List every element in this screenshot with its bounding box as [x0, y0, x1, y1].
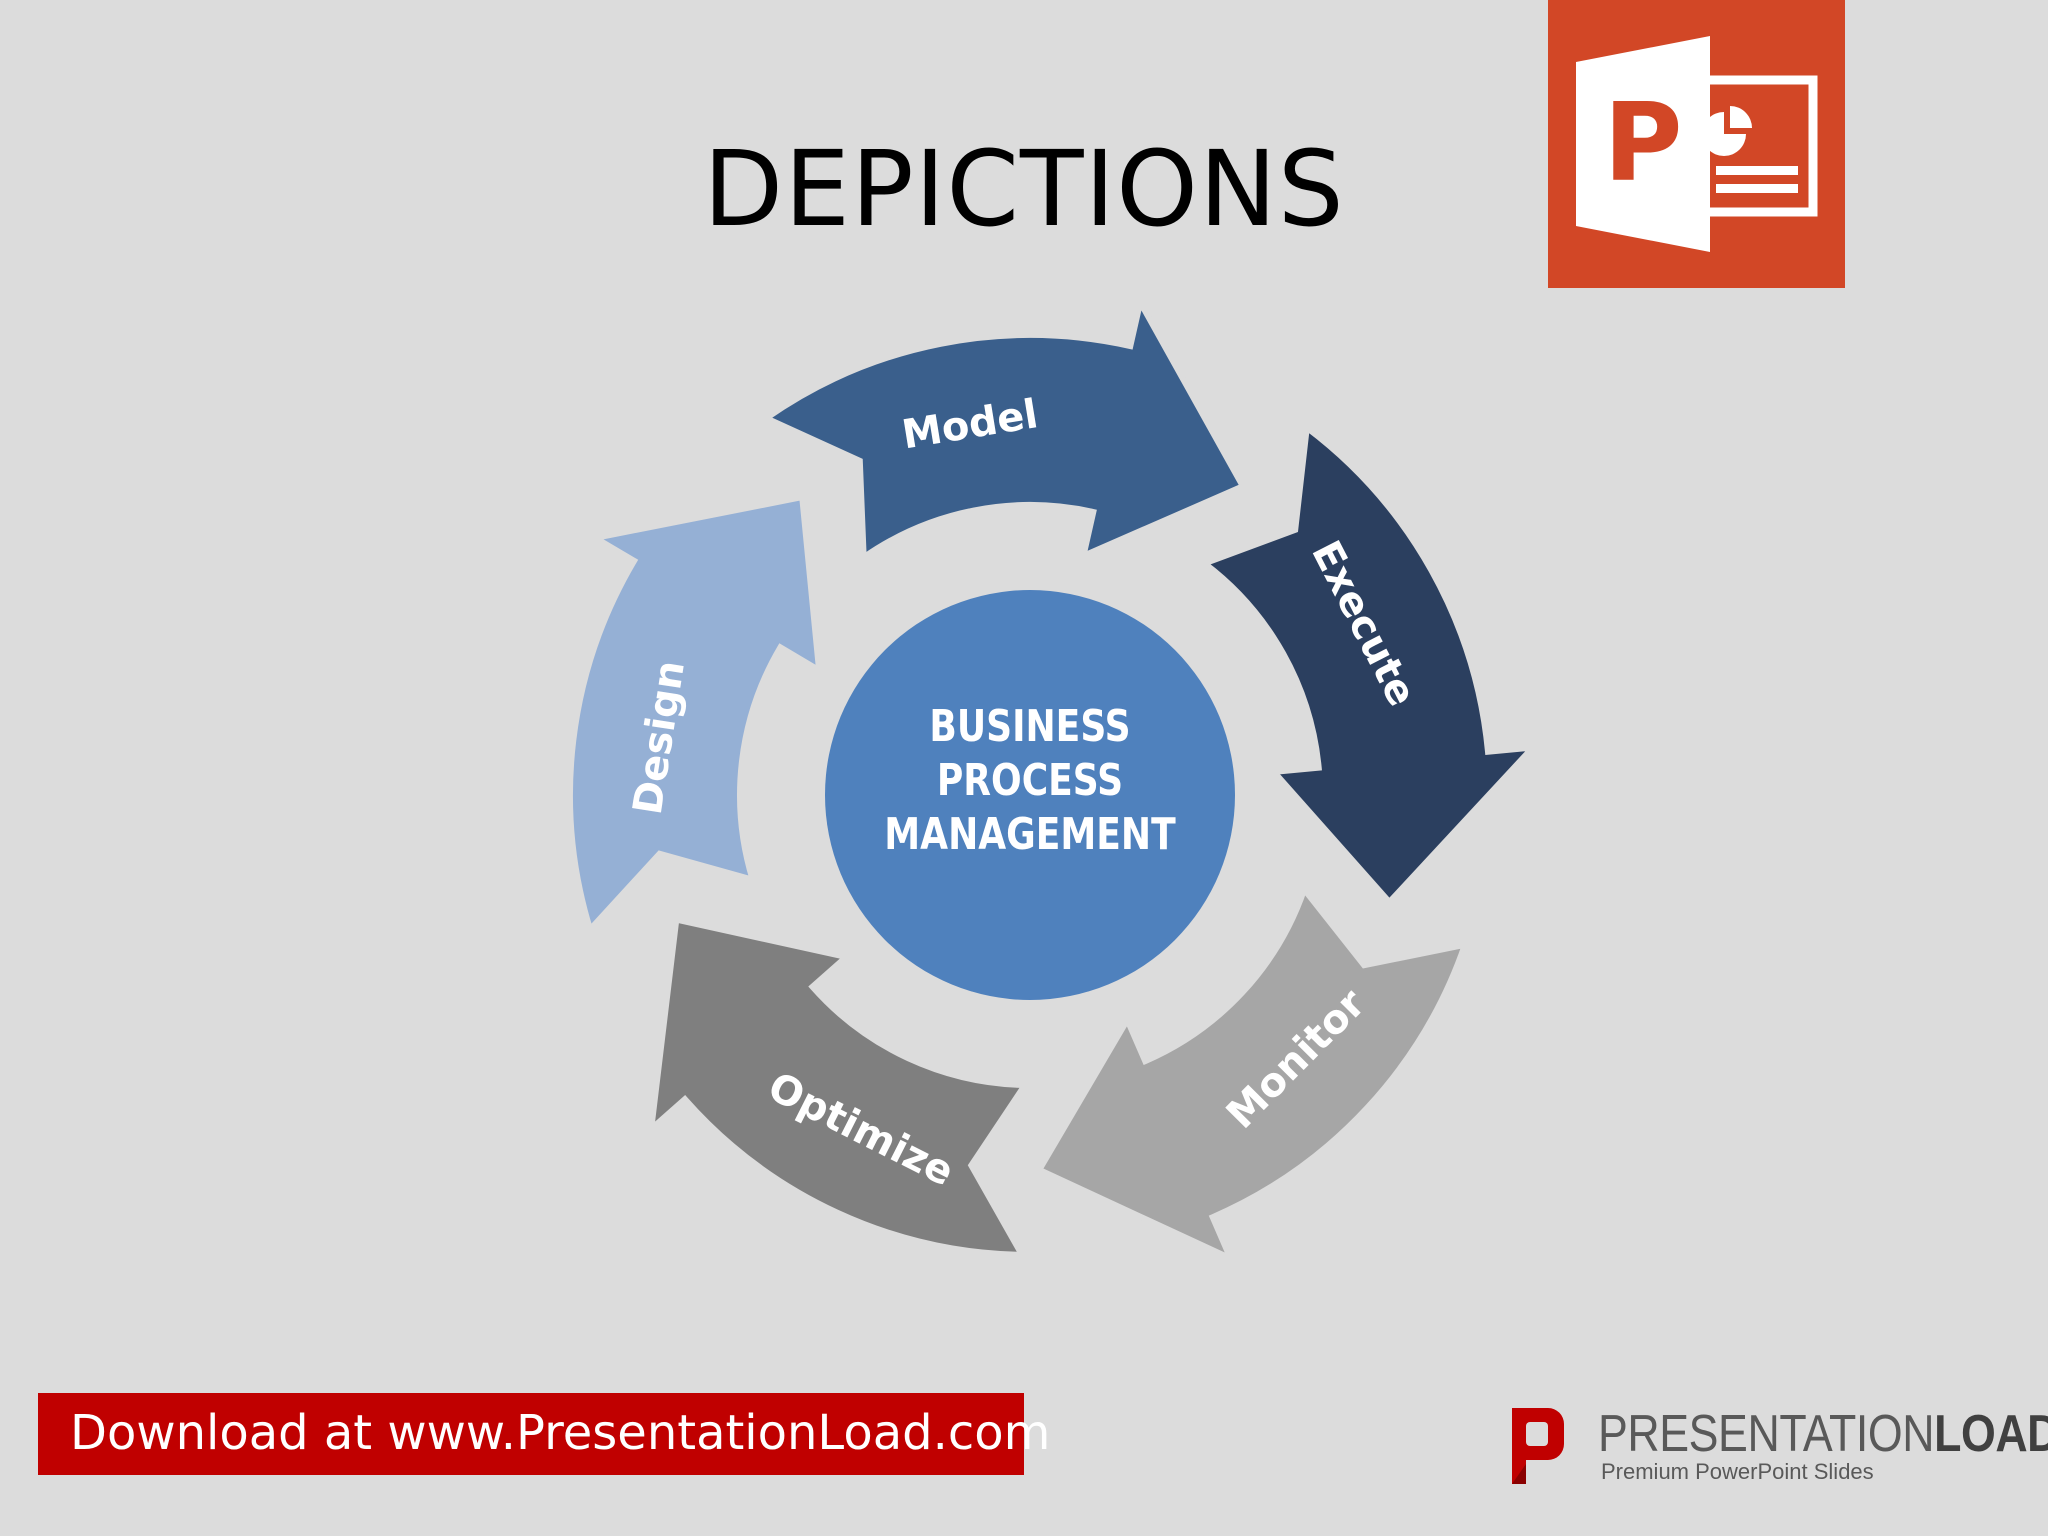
download-bar — [38, 1393, 1024, 1475]
brand-tagline: Premium PowerPoint Slides — [1601, 1459, 1874, 1484]
presentationload-logo-icon — [1512, 1408, 1564, 1484]
slide-title: DEPICTIONS — [703, 128, 1345, 250]
download-link[interactable]: Download at www.PresentationLoad.com — [70, 1405, 1051, 1461]
arrow-monitor — [1034, 883, 1470, 1265]
center-label-line-2: PROCESS — [937, 756, 1123, 806]
brand-name: PRESENTATIONLOAD® — [1598, 1404, 2048, 1464]
arrow-execute — [1198, 422, 1541, 907]
arrow-design — [567, 493, 823, 936]
center-circle — [825, 590, 1235, 1000]
brand-name-light: PRESENTATION — [1598, 1405, 1935, 1463]
arrow-model — [760, 293, 1248, 564]
center-label-line-1: BUSINESS — [929, 702, 1130, 752]
powerpoint-icon: P — [1548, 0, 1845, 288]
arrow-optimize — [647, 915, 1031, 1258]
center-label-line-3: MANAGEMENT — [884, 810, 1176, 860]
powerpoint-letter: P — [1603, 81, 1682, 206]
brand-name-bold: LOAD — [1934, 1405, 2048, 1463]
cycle-arrows — [567, 293, 1541, 1265]
